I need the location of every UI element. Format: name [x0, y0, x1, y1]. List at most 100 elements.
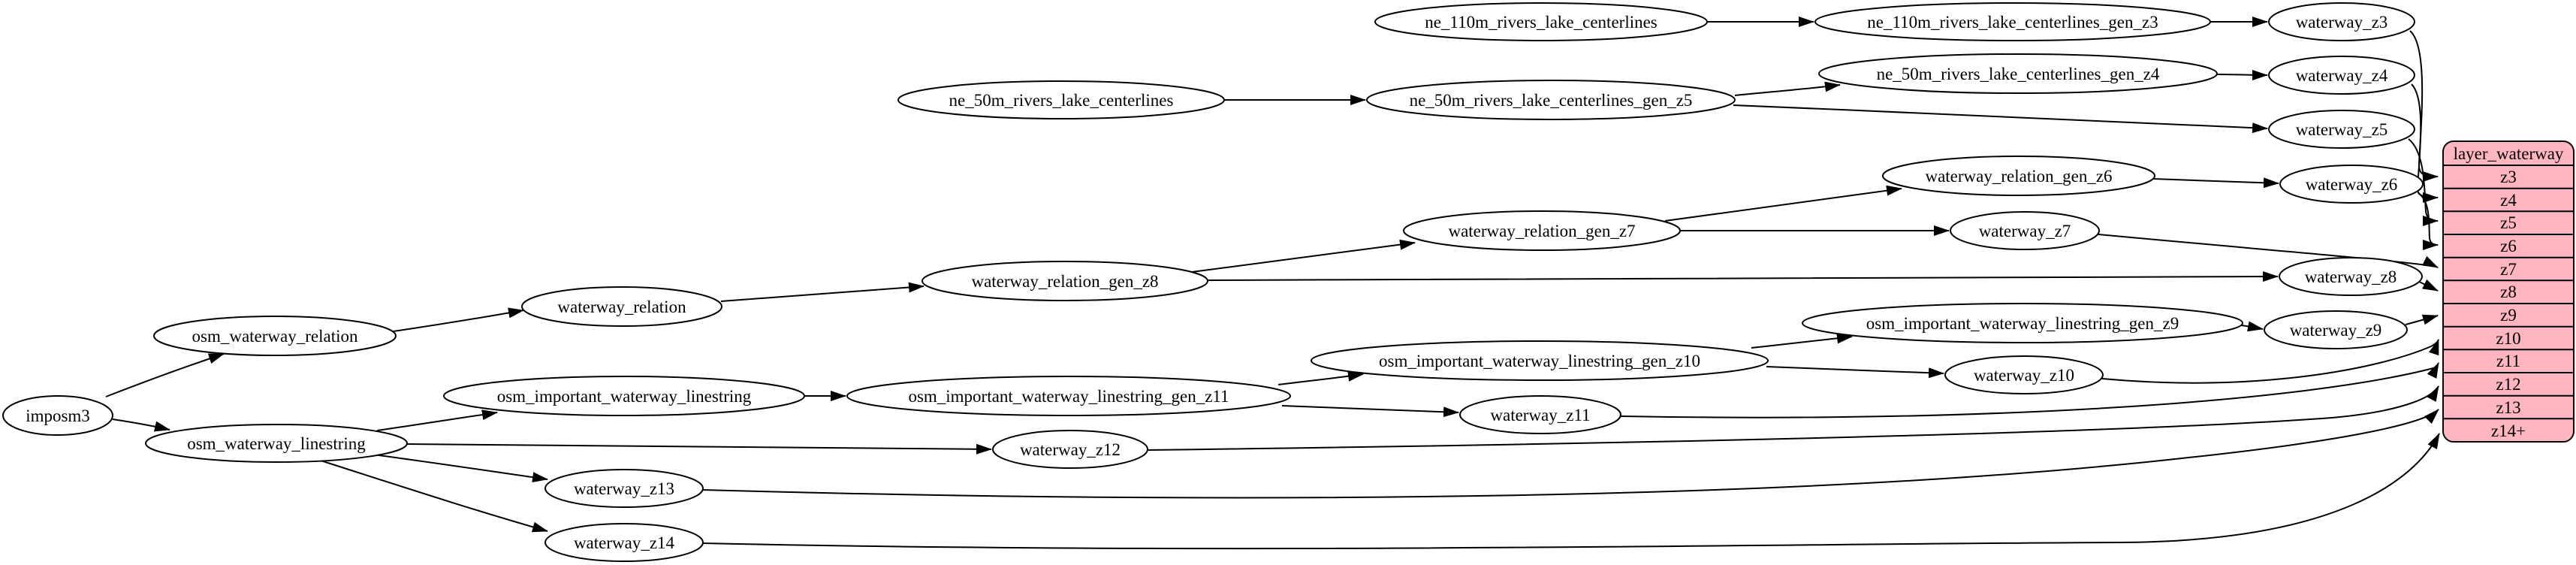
- node-waterway_z5: waterway_z5: [2268, 110, 2415, 149]
- node-waterway_z5-label: waterway_z5: [2296, 120, 2388, 139]
- node-waterway_relation_gen_z8: waterway_relation_gen_z8: [922, 261, 1208, 301]
- node-imposm3-shape: [2, 395, 113, 436]
- node-waterway_z11-label: waterway_z11: [1490, 406, 1590, 425]
- node-waterway_z11: waterway_z11: [1459, 395, 1621, 434]
- edge-waterway_z6-row_z6: [2418, 192, 2439, 250]
- edge-gen_z4-waterway_z4: [2216, 69, 2268, 80]
- node-osm_important_waterway_linestring_gen_z9-label: osm_important_waterway_linestring_gen_z9: [1866, 314, 2179, 333]
- record-row-z5: z5: [2500, 213, 2517, 232]
- node-waterway_z12-shape: [992, 430, 1148, 469]
- node-ne_110m_rivers_lake_centerlines: ne_110m_rivers_lake_centerlines: [1374, 2, 1708, 41]
- node-waterway_z4-shape: [2268, 56, 2415, 95]
- node-osm_important_waterway_linestring_gen_z10-shape: [1311, 340, 1769, 381]
- node-waterway_relation_gen_z6: waterway_relation_gen_z6: [1882, 156, 2155, 196]
- edge-gen_z10-gen_z9: [1751, 333, 1853, 349]
- edge-gen_z9-waterway_z9: [2240, 321, 2264, 332]
- node-ne_110m_rivers_lake_centerlines_gen_z3-shape: [1814, 2, 2211, 41]
- edge-gen_z5-waterway_z5: [1733, 104, 2268, 134]
- node-waterway_z7: waterway_z7: [1950, 211, 2100, 250]
- node-osm_important_waterway_linestring_gen_z11-shape: [846, 376, 1291, 416]
- edge-waterway_z5-row_z5: [2408, 138, 2439, 226]
- edge-waterway_z8-row_z8: [2418, 279, 2439, 292]
- edge-osm_waterway_linestring-waterway_z12: [406, 443, 992, 455]
- node-waterway_z12-label: waterway_z12: [1020, 440, 1121, 459]
- edge-osm_waterway_relation-waterway_relation: [393, 307, 524, 332]
- node-ne_50m_rivers_lake_centerlines: ne_50m_rivers_lake_centerlines: [897, 80, 1225, 119]
- record-row-z4: z4: [2500, 191, 2517, 210]
- node-ne_50m_rivers_lake_centerlines_gen_z5-shape: [1366, 80, 1736, 120]
- edge-gen_z5-gen_z4: [1734, 81, 1841, 96]
- edge-gen_z11-gen_z10: [1277, 370, 1364, 385]
- node-waterway_z8-label: waterway_z8: [2305, 267, 2397, 286]
- node-osm_waterway_linestring: osm_waterway_linestring: [145, 424, 408, 463]
- node-osm_important_waterway_linestring_gen_z9: osm_important_waterway_linestring_gen_z9: [1802, 303, 2243, 343]
- node-waterway_z5-shape: [2268, 110, 2415, 149]
- node-ne_50m_rivers_lake_centerlines_gen_z5: ne_50m_rivers_lake_centerlines_gen_z5: [1366, 80, 1736, 120]
- record-layer_waterway: layer_waterway z3 z4 z5 z6 z7 z8 z9 z10 …: [2442, 140, 2574, 443]
- node-waterway_z14-shape: [544, 523, 704, 562]
- record-row-z8: z8: [2500, 282, 2517, 301]
- node-waterway_z8-shape: [2279, 257, 2423, 296]
- node-waterway_z10-label: waterway_z10: [1974, 366, 2074, 385]
- node-waterway_z12: waterway_z12: [992, 430, 1148, 469]
- node-ne_110m_rivers_lake_centerlines-label: ne_110m_rivers_lake_centerlines: [1425, 13, 1658, 32]
- edge-osm_waterway_linestring-waterway_z14: [318, 459, 548, 533]
- node-imposm3: imposm3: [2, 395, 113, 436]
- edge-gen_z11-waterway_z11: [1281, 405, 1459, 418]
- node-waterway_relation-label: waterway_relation: [557, 298, 686, 316]
- edge-waterway_z3-row_z3: [2409, 30, 2439, 182]
- record-title: layer_waterway: [2454, 144, 2564, 163]
- record-row-z10: z10: [2496, 329, 2520, 348]
- node-waterway_z7-shape: [1950, 211, 2100, 250]
- node-osm_waterway_relation-label: osm_waterway_relation: [192, 327, 358, 346]
- edge-gen_z10-waterway_z10: [1766, 366, 1944, 379]
- node-waterway_z9-label: waterway_z9: [2290, 321, 2382, 340]
- node-osm_important_waterway_linestring_gen_z11-label: osm_important_waterway_linestring_gen_z1…: [908, 387, 1229, 406]
- node-osm_waterway_relation: osm_waterway_relation: [153, 316, 397, 356]
- record-layer_waterway-box: [2442, 140, 2574, 443]
- node-waterway_relation_gen_z6-shape: [1882, 156, 2155, 196]
- edge-waterway_relation-waterway_relation_gen_z8: [720, 282, 925, 302]
- node-ne_50m_rivers_lake_centerlines_gen_z5-label: ne_50m_rivers_lake_centerlines_gen_z5: [1410, 91, 1693, 110]
- node-waterway_z9: waterway_z9: [2264, 310, 2408, 349]
- node-osm_important_waterway_linestring_gen_z10-label: osm_important_waterway_linestring_gen_z1…: [1379, 352, 1700, 370]
- node-waterway_z13-shape: [544, 469, 704, 508]
- node-waterway_relation: waterway_relation: [521, 286, 722, 327]
- edge-waterway_relation_gen_z8-waterway_z8: [1207, 271, 2279, 282]
- edge-waterway_relation_gen_z7-waterway_relation_gen_z6: [1664, 185, 1902, 222]
- node-waterway_z4-label: waterway_z4: [2296, 66, 2388, 85]
- record-row-z7: z7: [2500, 260, 2517, 279]
- node-osm_important_waterway_linestring_gen_z11: osm_important_waterway_linestring_gen_z1…: [846, 376, 1291, 416]
- nodes: imposm3 osm_waterway_relation osm_waterw…: [2, 2, 2424, 562]
- node-waterway_z4: waterway_z4: [2268, 56, 2415, 95]
- node-imposm3-label: imposm3: [26, 406, 90, 425]
- node-waterway_z10-shape: [1944, 355, 2104, 394]
- record-row-z11: z11: [2496, 352, 2520, 370]
- node-waterway_z6-shape: [2279, 165, 2424, 204]
- node-osm_waterway_linestring-label: osm_waterway_linestring: [187, 434, 366, 453]
- node-waterway_relation_gen_z7-shape: [1403, 210, 1681, 251]
- record-row-z6: z6: [2500, 237, 2517, 255]
- node-osm_important_waterway_linestring-label: osm_important_waterway_linestring: [497, 387, 752, 406]
- node-ne_50m_rivers_lake_centerlines_gen_z4-label: ne_50m_rivers_lake_centerlines_gen_z4: [1877, 65, 2160, 83]
- node-waterway_z6: waterway_z6: [2279, 165, 2424, 204]
- node-ne_50m_rivers_lake_centerlines_gen_z4-shape: [1818, 53, 2218, 94]
- edges: [105, 17, 2440, 550]
- edge-osm_waterway_linestring-osm_important_waterway_linestring: [376, 409, 498, 431]
- edge-imposm3-osm_waterway_linestring: [112, 418, 170, 432]
- edge-waterway_z10-row_z10: [2101, 339, 2439, 384]
- record-row-z3: z3: [2500, 168, 2517, 186]
- edge-osm_waterway_linestring-waterway_z13: [373, 454, 548, 483]
- node-waterway_z11-shape: [1459, 395, 1621, 434]
- edge-waterway_z12-row_z12: [1147, 385, 2439, 451]
- edge-waterway_relation_gen_z6-waterway_z6: [2152, 177, 2279, 189]
- node-waterway_relation_gen_z6-label: waterway_relation_gen_z6: [1925, 167, 2112, 186]
- edge-waterway_z14-row_z14: [702, 433, 2440, 550]
- node-waterway_z9-shape: [2264, 310, 2408, 349]
- node-waterway_z13-label: waterway_z13: [574, 479, 674, 498]
- record-row-z9: z9: [2500, 306, 2517, 325]
- record-row-z13: z13: [2496, 398, 2520, 417]
- node-waterway_relation-shape: [521, 286, 722, 327]
- node-ne_110m_rivers_lake_centerlines-shape: [1374, 2, 1708, 41]
